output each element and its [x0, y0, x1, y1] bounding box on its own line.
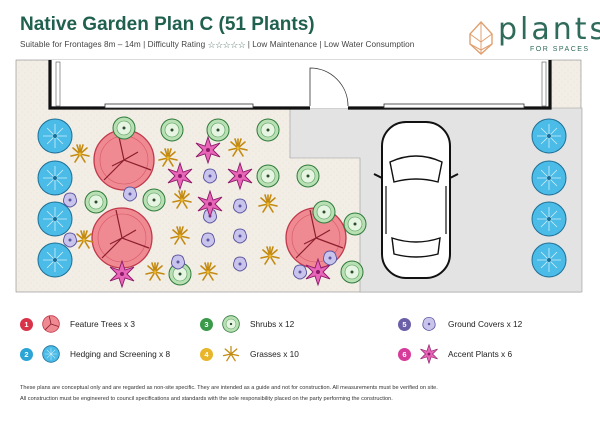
- ground-cover: [232, 256, 248, 272]
- difficulty-stars: ☆☆☆☆☆: [207, 40, 246, 50]
- subtitle-right: | Low Maintenance | Low Water Consumptio…: [247, 40, 415, 49]
- legend-number: 4: [200, 347, 213, 361]
- side-window-left: [55, 61, 61, 107]
- garden-plan: [15, 59, 583, 293]
- legend-label: Ground Covers x 12: [448, 319, 523, 329]
- shrub: [312, 200, 336, 224]
- shrub: [296, 164, 320, 188]
- hedge-plant: [531, 242, 567, 278]
- ground-cover: [232, 228, 248, 244]
- legend-label: Feature Trees x 3: [70, 319, 136, 329]
- ground-cover: [170, 254, 186, 270]
- ground-cover: [322, 250, 338, 266]
- legend-number: 5: [398, 317, 411, 331]
- shrub: [343, 212, 367, 236]
- disclaimer-line-2: All construction must be engineered to c…: [20, 396, 393, 402]
- ground-cover-icon: [422, 316, 436, 332]
- feature-tree-icon: [42, 315, 60, 333]
- hedging-icon: [42, 345, 60, 363]
- hedge-plant: [37, 242, 73, 278]
- hedge-plant: [531, 201, 567, 237]
- brand-logo: plants FOR SPACES: [466, 12, 600, 58]
- legend-label: Hedging and Screening x 8: [70, 349, 171, 359]
- hedge-plant: [37, 201, 73, 237]
- grass-icon: [222, 345, 240, 362]
- shrub: [160, 118, 184, 142]
- ground-cover: [62, 232, 78, 248]
- hedge-plant: [37, 160, 73, 196]
- ground-cover: [62, 192, 78, 208]
- ground-cover: [202, 168, 218, 184]
- shrub: [84, 190, 108, 214]
- car-icon: [373, 121, 459, 279]
- shrub-icon: [222, 315, 240, 333]
- shrub: [256, 164, 280, 188]
- hedge-plant: [37, 118, 73, 154]
- shrub: [256, 118, 280, 142]
- legend-item-grasses: 4 Grasses x 10: [200, 344, 299, 364]
- legend-item-hedging: 2 Hedging and Screening x 8: [20, 344, 170, 364]
- page-subtitle: Suitable for Frontages 8m – 14m | Diffic…: [20, 40, 414, 51]
- ground-cover: [232, 198, 248, 214]
- legend-item-shrubs: 3 Shrubs x 12: [200, 314, 294, 334]
- ground-cover: [292, 264, 308, 280]
- logo-word: plants: [498, 12, 600, 47]
- legend-item-ground-covers: 5 Ground Covers x 12: [398, 314, 522, 334]
- window-left: [104, 103, 254, 109]
- shrub: [340, 260, 364, 284]
- feature-tree: [91, 207, 153, 269]
- disclaimer-line-1: These plans are conceptual only and are …: [20, 385, 438, 391]
- front-door: [309, 67, 349, 107]
- ground-cover: [122, 186, 138, 202]
- legend-item-accent-plants: 6 Accent Plants x 6: [398, 344, 512, 364]
- legend-label: Accent Plants x 6: [448, 349, 513, 359]
- page-title: Native Garden Plan C (51 Plants): [20, 14, 315, 35]
- legend-label: Grasses x 10: [250, 349, 299, 359]
- logo-subtext: FOR SPACES: [530, 46, 590, 53]
- accent-plant-icon: [420, 344, 438, 364]
- window-right: [383, 103, 525, 109]
- subtitle-left: Suitable for Frontages 8m – 14m | Diffic…: [20, 40, 206, 49]
- legend-number: 2: [20, 347, 33, 361]
- legend-label: Shrubs x 12: [250, 319, 295, 329]
- legend-item-feature-trees: 1 Feature Trees x 3: [20, 314, 135, 334]
- shrub: [112, 116, 136, 140]
- shrub: [142, 188, 166, 212]
- legend-number: 6: [398, 347, 411, 361]
- ground-cover: [200, 232, 216, 248]
- house-interior: [50, 60, 550, 108]
- hedge-plant: [531, 118, 567, 154]
- hedge-plant: [531, 160, 567, 196]
- side-window-right: [541, 61, 547, 107]
- legend-number: 1: [20, 317, 33, 331]
- legend-number: 3: [200, 317, 213, 331]
- leaf-logo-icon: [469, 20, 493, 55]
- shrub: [206, 118, 230, 142]
